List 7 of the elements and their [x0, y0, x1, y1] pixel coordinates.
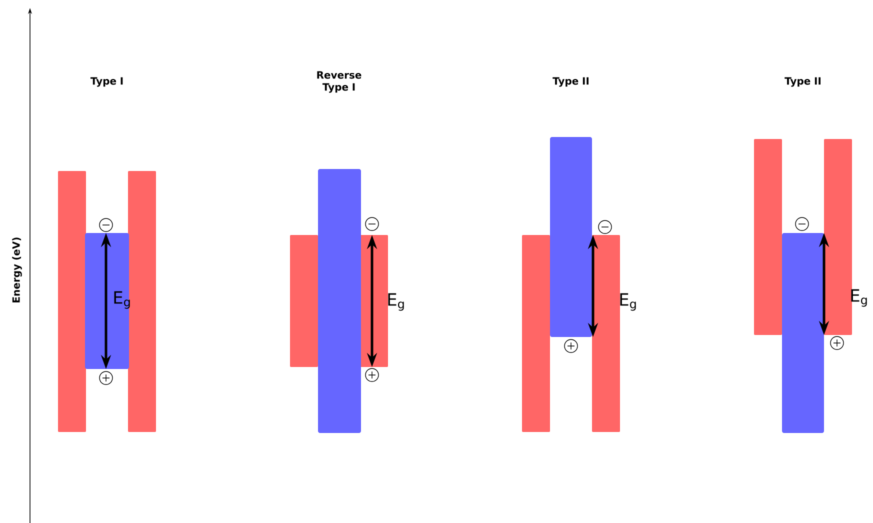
axis-label: Energy (eV) [12, 238, 22, 302]
bandgap-label: E$_{g}$ [620, 293, 636, 311]
panel-title: Type I [90, 77, 123, 87]
panel-title: Type II [552, 77, 589, 87]
bandgap-label: E$_{g}$ [388, 293, 404, 311]
panel-title: Type II [784, 77, 821, 87]
panel-title: Reverse Type I [317, 71, 362, 93]
